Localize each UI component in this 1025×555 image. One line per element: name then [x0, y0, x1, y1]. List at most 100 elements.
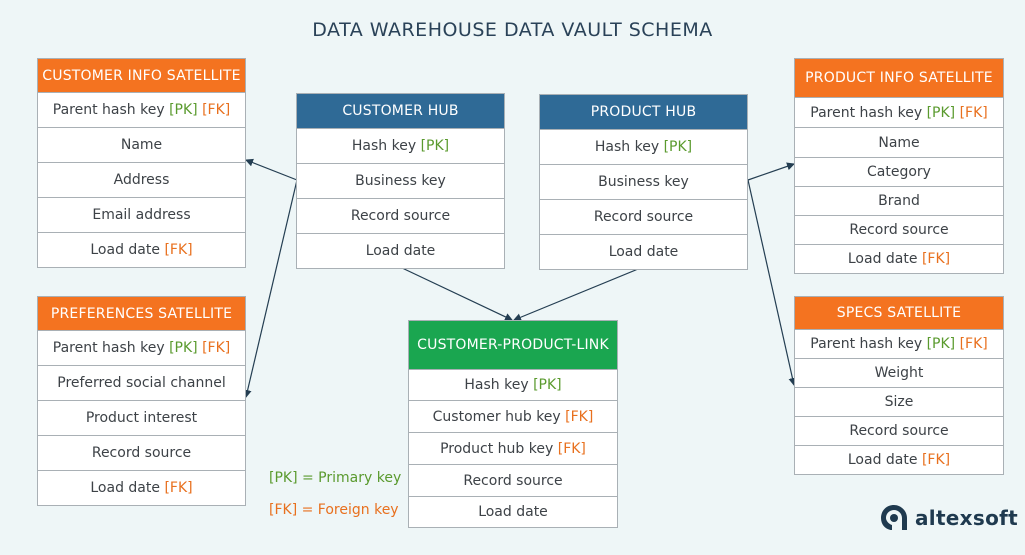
arrow-customer-hub-to-link [399, 266, 513, 321]
table-row: Load date [409, 496, 617, 527]
fk-tag: [FK] [557, 440, 586, 457]
customer-info-satellite-table: CUSTOMER INFO SATELLITE Parent hash key … [37, 58, 246, 268]
specs-satellite-table: SPECS SATELLITE Parent hash key [PK] [FK… [794, 296, 1004, 475]
field-label: Category [867, 164, 931, 180]
table-row: Customer hub key [FK] [409, 400, 617, 432]
table-row: Parent hash key [PK] [FK] [795, 97, 1003, 127]
product-info-satellite-table: PRODUCT INFO SATELLITE Parent hash key [… [794, 58, 1004, 274]
fk-tag: [FK] [202, 340, 231, 356]
table-header: SPECS SATELLITE [795, 297, 1003, 329]
field-label: Parent hash key [52, 102, 165, 118]
field-label: Record source [849, 423, 949, 439]
table-row: Email address [38, 197, 245, 232]
pk-tag: [PK] [663, 139, 693, 155]
field-label: Parent hash key [810, 336, 923, 352]
table-row: Product hub key [FK] [409, 432, 617, 464]
altexsoft-logo-icon [881, 505, 907, 530]
pk-tag: [PK] [420, 138, 450, 154]
table-row: Record source [795, 215, 1003, 244]
arrow-product-hub-to-product-info [747, 162, 795, 181]
table-row: Load date [FK] [38, 232, 245, 267]
field-label: Record source [350, 208, 451, 224]
table-row: Hash key [PK] [297, 128, 504, 163]
fk-tag: [FK] [565, 408, 594, 425]
table-header: CUSTOMER-PRODUCT-LINK [409, 321, 617, 369]
customer-product-link-table: CUSTOMER-PRODUCT-LINK Hash key [PK] Cust… [408, 320, 618, 528]
field-label: Preferred social channel [57, 375, 226, 391]
table-row: Product interest [38, 400, 245, 435]
legend-primary-key: [PK] = Primary key [269, 470, 401, 486]
product-hub-table: PRODUCT HUB Hash key [PK] Business key R… [539, 94, 748, 270]
table-row: Record source [38, 435, 245, 470]
field-label: Size [884, 394, 914, 410]
table-row: Business key [540, 164, 747, 199]
field-label: Load date [847, 452, 918, 468]
table-header: PRODUCT INFO SATELLITE [795, 59, 1003, 97]
table-row: Parent hash key [PK] [FK] [795, 329, 1003, 358]
field-label: Hash key [594, 139, 660, 155]
field-label: Load date [478, 504, 548, 520]
field-label: Parent hash key [52, 340, 165, 356]
pk-tag: [PK] [169, 102, 198, 118]
field-label: Load date [90, 242, 160, 258]
fk-tag: [FK] [921, 452, 951, 468]
pk-tag: [PK] [533, 377, 562, 393]
pk-tag: [PK] [926, 336, 956, 352]
legend-pk-text: = Primary key [302, 470, 402, 486]
field-label: Load date [847, 251, 918, 267]
field-label: Load date [608, 244, 679, 260]
legend-foreign-key: [FK] = Foreign key [269, 502, 399, 518]
fk-tag: [FK] [959, 104, 988, 121]
brand-name: altexsoft [915, 506, 1018, 530]
arrow-customer-hub-to-customer-info [245, 158, 298, 181]
altexsoft-logo: altexsoft [879, 503, 1018, 533]
pk-tag: [PK] [926, 104, 956, 121]
table-header: PRODUCT HUB [540, 95, 747, 129]
table-row: Weight [795, 358, 1003, 387]
field-label: Record source [849, 222, 949, 238]
legend-fk-text: = Foreign key [301, 502, 399, 518]
table-row: Category [795, 157, 1003, 186]
table-row: Record source [540, 199, 747, 234]
field-label: Name [120, 137, 163, 153]
customer-hub-table: CUSTOMER HUB Hash key [PK] Business key … [296, 93, 505, 269]
field-label: Hash key [464, 377, 529, 393]
table-header: PREFERENCES SATELLITE [38, 297, 245, 330]
table-row: Hash key [PK] [409, 369, 617, 400]
table-row: Record source [409, 464, 617, 496]
field-label: Record source [91, 445, 192, 461]
table-row: Load date [FK] [795, 244, 1003, 273]
field-label: Business key [355, 173, 446, 189]
field-label: Customer hub key [432, 408, 561, 425]
field-label: Business key [598, 174, 689, 190]
table-row: Brand [795, 186, 1003, 215]
field-label: Email address [92, 207, 191, 223]
fk-tag: [FK] [164, 242, 193, 258]
table-row: Load date [FK] [795, 445, 1003, 474]
table-row: Name [38, 127, 245, 162]
fk-tag: [FK] [164, 480, 193, 496]
table-header: CUSTOMER HUB [297, 94, 504, 128]
fk-tag: [FK] [921, 251, 951, 267]
table-row: Load date [297, 233, 504, 268]
table-row: Parent hash key [PK] [FK] [38, 92, 245, 127]
field-label: Product hub key [440, 440, 554, 457]
field-label: Load date [90, 480, 160, 496]
field-label: Hash key [351, 138, 417, 154]
field-label: Brand [878, 193, 920, 209]
pk-tag: [PK] [269, 470, 298, 486]
table-row: Name [795, 127, 1003, 157]
fk-tag: [FK] [269, 502, 298, 518]
table-row: Hash key [PK] [540, 129, 747, 164]
field-label: Product interest [85, 410, 198, 426]
table-row: Load date [FK] [38, 470, 245, 505]
field-label: Address [113, 172, 170, 188]
arrow-customer-hub-to-preferences [243, 179, 298, 398]
table-row: Parent hash key [PK] [FK] [38, 330, 245, 365]
field-label: Load date [365, 243, 436, 259]
table-row: Business key [297, 163, 504, 198]
field-label: Record source [593, 209, 694, 225]
pk-tag: [PK] [169, 340, 198, 356]
table-row: Address [38, 162, 245, 197]
